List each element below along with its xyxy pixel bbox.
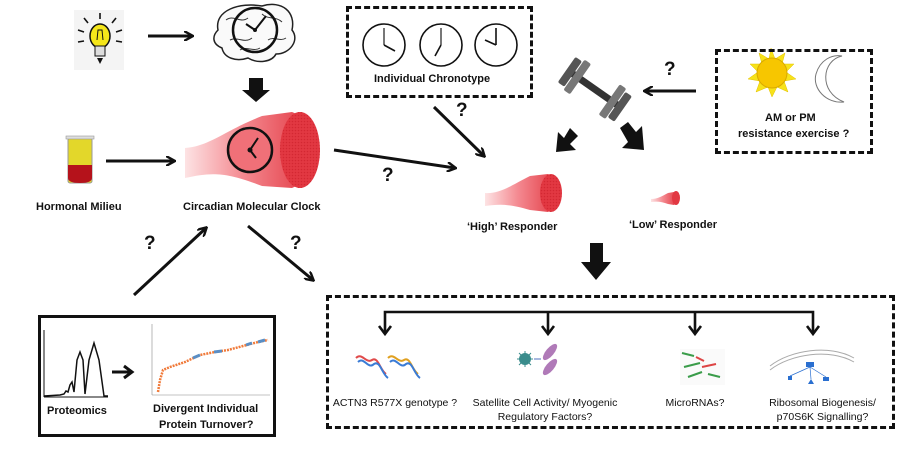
arrow-proteomics-to-clock (132, 228, 206, 297)
question-mark-clock-to-mechanisms: ? (290, 233, 302, 254)
clock-icon (474, 23, 518, 67)
chronotype-clocks (362, 23, 518, 67)
question-mark-chronotype: ? (456, 100, 468, 121)
chronotype-label: Individual Chronotype (374, 73, 491, 85)
question-mark-timing: ? (664, 59, 676, 80)
dumbbell-icon (558, 57, 632, 122)
signalling-pathway-icon (769, 349, 855, 384)
high-responder-label: ‘High’ Responder (467, 221, 558, 233)
test-tube-icon (65, 135, 95, 184)
circadian-clock-label: Circadian Molecular Clock (183, 201, 321, 213)
mechanism-label-micrornas: MicroRNAs? (665, 397, 725, 409)
thick-arrow-exercise-to-high (556, 128, 578, 152)
low-responder-muscle-icon (651, 191, 680, 205)
turnover-plot (151, 324, 270, 396)
high-responder-muscle-icon (485, 174, 562, 212)
thick-arrow-responders-to-mechanisms (581, 243, 611, 280)
proteomics-box (38, 315, 276, 437)
mechanism-label-ribosomal: Ribosomal Biogenesis/ p70S6K Signalling? (769, 397, 876, 423)
turnover-blue-segments (192, 338, 266, 360)
arrow-clock-to-high (333, 148, 455, 168)
arrow-clock-to-mechanisms (247, 224, 313, 280)
chromatogram-icon (43, 330, 108, 398)
brain-clock-icon (213, 3, 296, 63)
question-mark-clock-to-high: ? (382, 165, 394, 186)
proteomics-label: Proteomics (47, 405, 107, 417)
clock-icon (419, 23, 463, 67)
chronotype-box (346, 6, 533, 98)
dna-icon (355, 355, 421, 379)
timing-label-line2: resistance exercise ? (738, 128, 850, 140)
timing-label-line1: AM or PM (765, 112, 816, 124)
satellite-cell-icon (517, 343, 558, 376)
sun-icon (747, 47, 797, 98)
mechanisms-box (326, 295, 895, 429)
thick-arrow-exercise-to-low (620, 122, 644, 150)
turnover-label-line2: Protein Turnover? (159, 419, 254, 431)
turnover-label-line1: Divergent Individual (153, 403, 259, 415)
hormonal-milieu-label: Hormonal Milieu (36, 201, 122, 213)
moon-icon (814, 55, 845, 103)
mechanism-label-satellite: Satellite Cell Activity/ Myogenic Regula… (472, 397, 618, 423)
arrow-chromatogram-to-plot (112, 364, 135, 380)
thick-arrow-brain-to-clock (242, 78, 270, 102)
mechanism-branch-arrows (377, 310, 821, 337)
arrow-chronotype-to-high (432, 105, 484, 156)
mechanism-label-actn3: ACTN3 R577X genotype ? (332, 397, 458, 409)
question-mark-proteomics: ? (144, 233, 156, 254)
low-responder-label: ‘Low’ Responder (629, 219, 718, 231)
exercise-timing-box (715, 49, 873, 154)
microrna-icon (680, 349, 725, 385)
lightbulb-icon (74, 10, 124, 70)
muscle-clock-icon (185, 112, 320, 188)
clock-icon (362, 23, 406, 67)
